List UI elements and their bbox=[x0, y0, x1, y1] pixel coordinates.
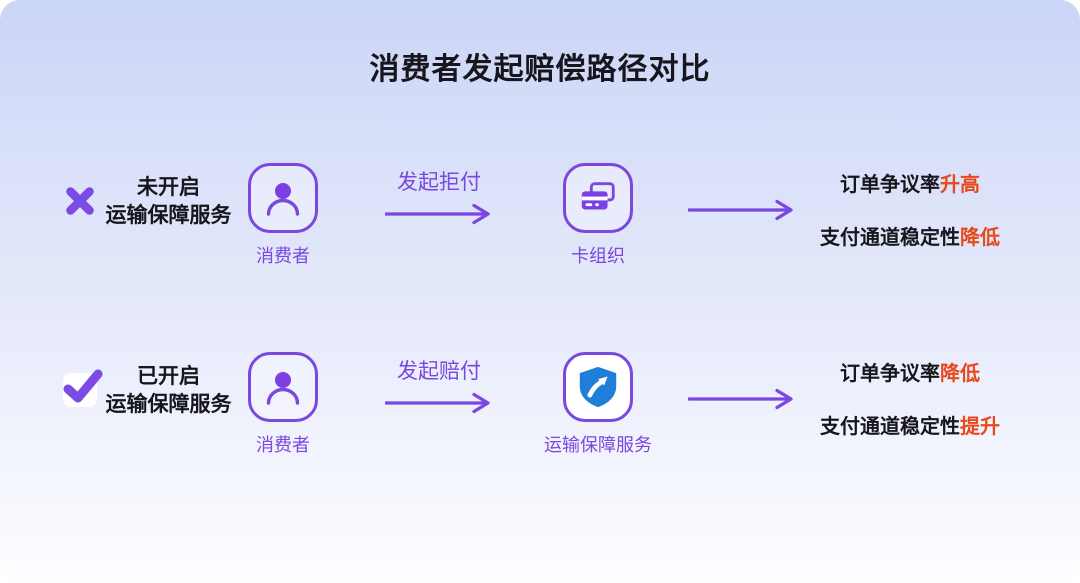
card-icon bbox=[563, 163, 633, 233]
outcome-highlight: 提升 bbox=[960, 416, 1000, 438]
status-label: 未开启 运输保障服务 bbox=[96, 174, 241, 230]
action-compensation: 发起赔付 bbox=[383, 359, 495, 419]
node-label: 卡组织 bbox=[571, 246, 625, 266]
outcome-highlight: 升高 bbox=[940, 174, 980, 196]
action-chargeback: 发起拒付 bbox=[383, 170, 495, 230]
outcomes: 订单争议率升高 支付通道稳定性降低 bbox=[790, 173, 1030, 251]
node-shipping-protection: 运输保障服务 bbox=[544, 352, 652, 455]
outcome-prefix: 订单争议率 bbox=[840, 363, 940, 385]
outcome-prefix: 订单争议率 bbox=[840, 174, 940, 196]
path-row-not-enabled: 未开启 运输保障服务 消费者 发起拒付 bbox=[0, 163, 1080, 283]
outcome-highlight: 降低 bbox=[960, 227, 1000, 249]
outcome-highlight: 降低 bbox=[940, 363, 980, 385]
status-line-2: 运输保障服务 bbox=[105, 204, 232, 227]
status-line-1: 已开启 bbox=[137, 365, 200, 388]
path-row-enabled: 已开启 运输保障服务 消费者 发起赔付 bbox=[0, 352, 1080, 472]
cross-icon bbox=[58, 179, 102, 223]
outcome-channel-stability: 支付通道稳定性提升 bbox=[790, 415, 1030, 440]
outcome-dispute-rate: 订单争议率降低 bbox=[790, 362, 1030, 387]
outcome-prefix: 支付通道稳定性 bbox=[820, 227, 960, 249]
node-consumer: 消费者 bbox=[248, 352, 318, 455]
checkbox bbox=[63, 369, 103, 407]
outcomes: 订单争议率降低 支付通道稳定性提升 bbox=[790, 362, 1030, 440]
status-line-2: 运输保障服务 bbox=[105, 393, 232, 416]
node-label: 消费者 bbox=[256, 435, 310, 455]
action-label: 发起赔付 bbox=[397, 360, 481, 383]
arrow-right-icon bbox=[688, 388, 793, 410]
page-title: 消费者发起赔偿路径对比 bbox=[369, 53, 711, 86]
node-consumer: 消费者 bbox=[248, 163, 318, 266]
action-label: 发起拒付 bbox=[397, 171, 481, 194]
outcome-channel-stability: 支付通道稳定性降低 bbox=[790, 226, 1030, 251]
arrow-right-icon bbox=[384, 203, 490, 225]
outcome-prefix: 支付通道稳定性 bbox=[820, 416, 960, 438]
person-icon bbox=[248, 352, 318, 422]
status-label: 已开启 运输保障服务 bbox=[96, 363, 241, 419]
status-line-1: 未开启 bbox=[137, 176, 200, 199]
check-icon bbox=[58, 368, 103, 412]
node-label: 消费者 bbox=[256, 246, 310, 266]
node-label: 运输保障服务 bbox=[544, 435, 652, 455]
node-card-network: 卡组织 bbox=[563, 163, 633, 266]
outcome-dispute-rate: 订单争议率升高 bbox=[790, 173, 1030, 198]
arrow-right-icon bbox=[384, 392, 490, 414]
arrow-right-icon bbox=[688, 199, 793, 221]
person-icon bbox=[248, 163, 318, 233]
shield-icon bbox=[563, 352, 633, 422]
